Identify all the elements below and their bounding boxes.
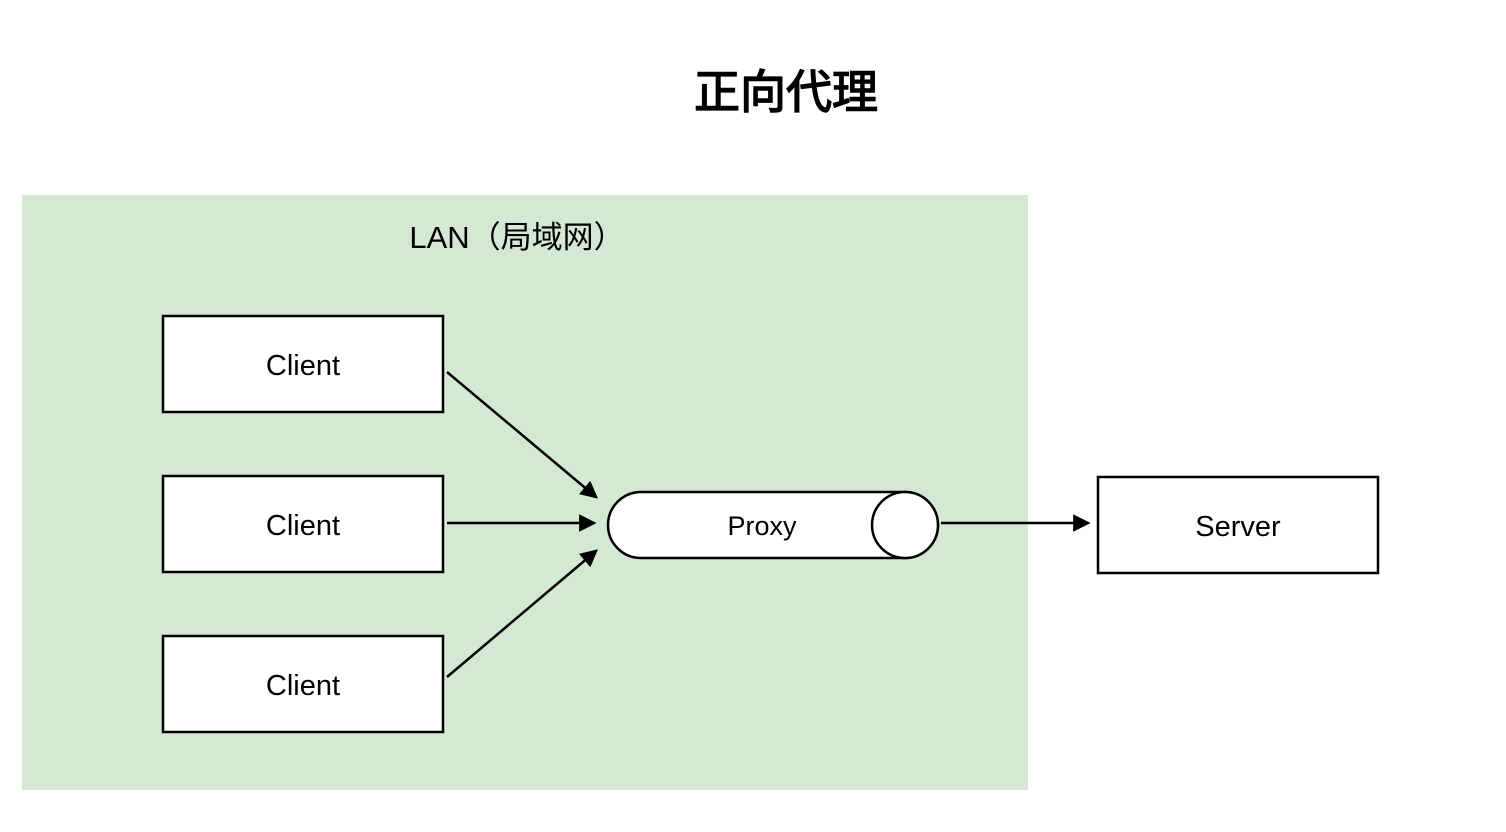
proxy-end-cap xyxy=(870,490,940,560)
lan-label: LAN（局域网） xyxy=(409,220,624,255)
client1-label: Client xyxy=(266,350,340,382)
server-node xyxy=(1096,475,1380,575)
arrow-client3-to-proxy xyxy=(446,549,599,678)
server-label: Server xyxy=(1195,511,1281,543)
diagram-title: 正向代理 xyxy=(694,66,878,118)
proxy-label: Proxy xyxy=(727,511,797,541)
client3-node xyxy=(161,634,445,734)
proxy-node: Proxy xyxy=(606,490,940,560)
client3-label: Client xyxy=(266,670,340,702)
arrow-client1-to-proxy xyxy=(446,371,599,499)
client1-node xyxy=(161,314,445,414)
client2-node xyxy=(161,474,445,574)
client2-label: Client xyxy=(266,510,340,542)
